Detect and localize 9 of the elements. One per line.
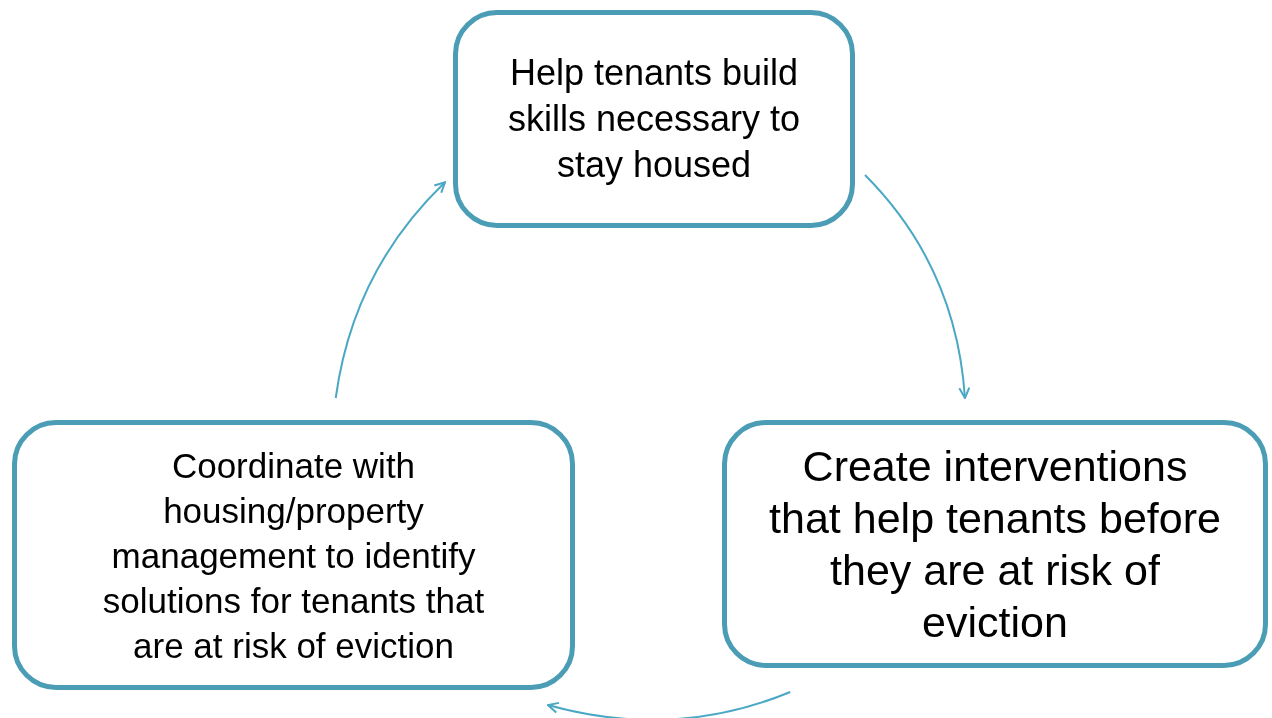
box-text: Create interventions that help tenants before they are at risk of eviction: [768, 441, 1222, 648]
rounded-box: [722, 420, 1268, 668]
curved-arrow: [334, 181, 446, 399]
curved-arrow: [864, 174, 970, 399]
rounded-box: [453, 10, 855, 228]
curved-arrow: [547, 691, 792, 718]
box-text: Help tenants build skills necessary to stay housed: [506, 51, 802, 187]
rounded-box: [12, 420, 575, 690]
box-text: Coordinate with housing/property management to identify solutions for tenants that are at risk of eviction: [101, 444, 486, 667]
